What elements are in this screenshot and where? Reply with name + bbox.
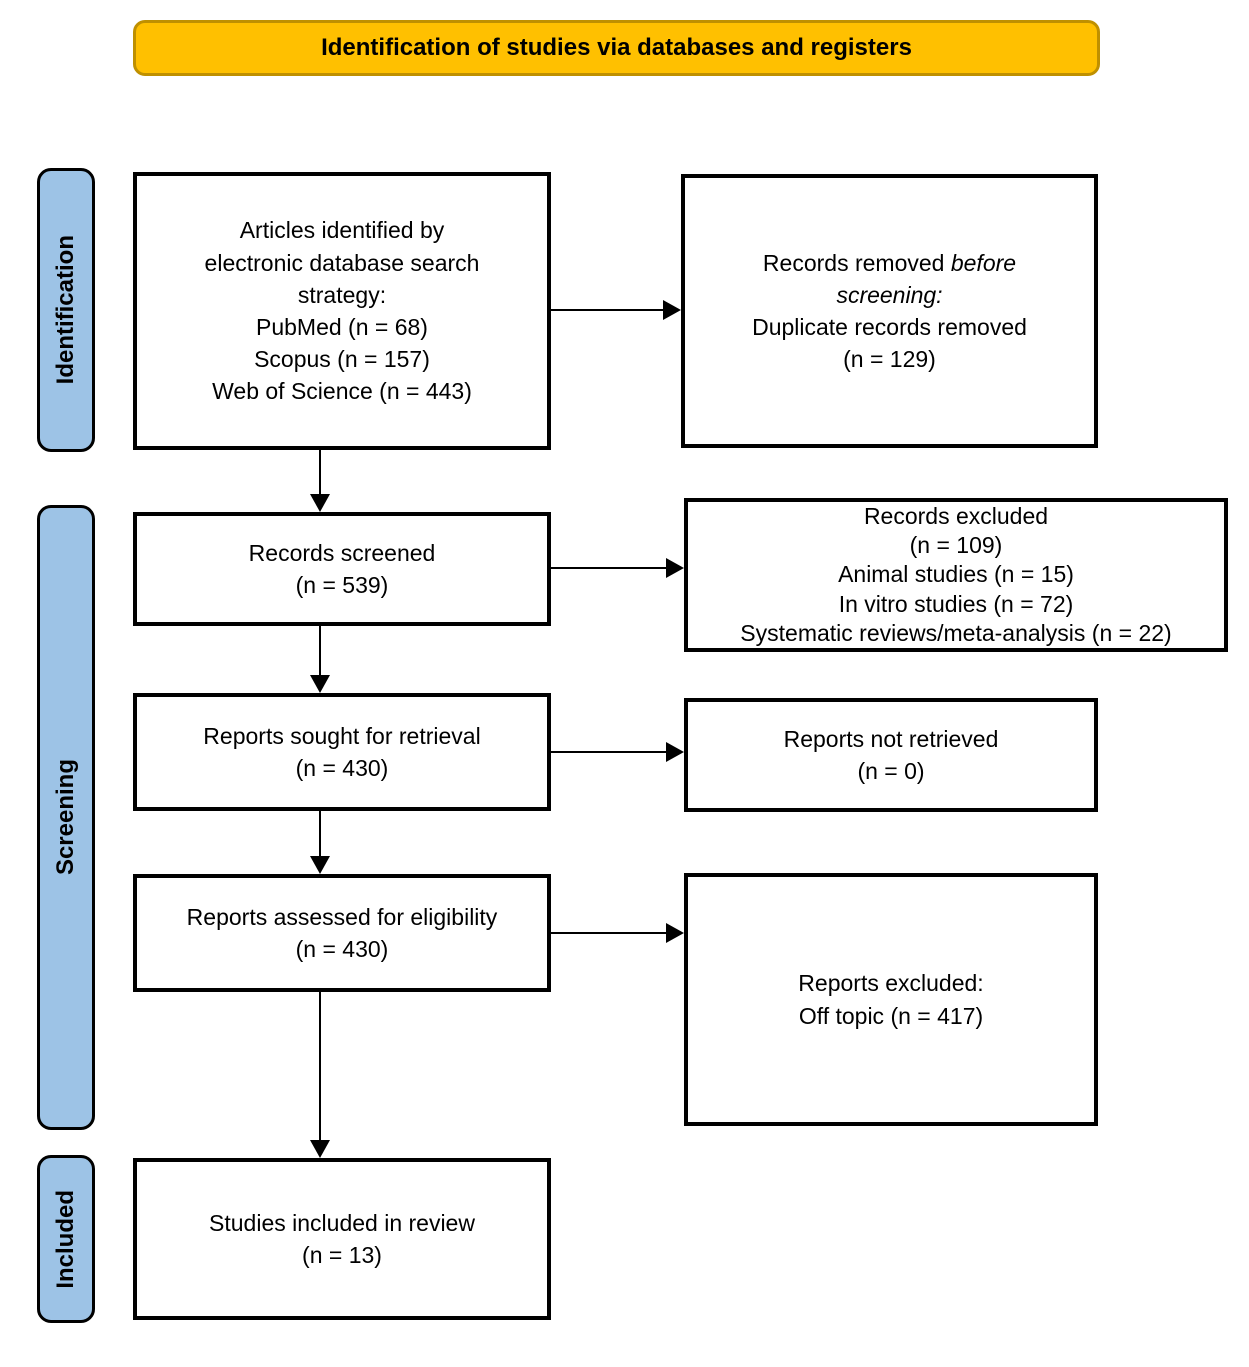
box-reports-sought: Reports sought for retrieval (n = 430) <box>133 693 551 811</box>
stage-bar-identification: Identification <box>37 168 95 452</box>
stage-label-screening: Screening <box>52 759 79 876</box>
box-records-removed-text: Records removed before screening: Duplic… <box>752 249 1027 373</box>
box-studies-included: Studies included in review (n = 13) <box>133 1158 551 1320</box>
arrow-screened-to-sought <box>319 626 321 675</box>
box-records-excluded: Records excluded (n = 109) Animal studie… <box>684 498 1228 652</box>
box-articles-identified: Articles identified by electronic databa… <box>133 172 551 450</box>
banner: Identification of studies via databases … <box>133 20 1100 76</box>
box-reports-sought-text: Reports sought for retrieval (n = 430) <box>203 722 481 781</box>
box-records-removed-before-screening: Records removed before screening: Duplic… <box>681 174 1098 448</box>
box-articles-identified-text: Articles identified by electronic databa… <box>204 217 480 405</box>
stage-label-identification: Identification <box>52 235 79 385</box>
box-reports-not-retrieved: Reports not retrieved (n = 0) <box>684 698 1098 812</box>
stage-bar-screening: Screening <box>37 505 95 1130</box>
box-records-screened: Records screened (n = 539) <box>133 512 551 626</box>
arrow-assessed-to-included <box>319 992 321 1140</box>
stage-label-included: Included <box>52 1189 79 1289</box>
arrow-identified-to-screened <box>319 450 321 494</box>
stage-bar-included: Included <box>37 1155 95 1323</box>
banner-title: Identification of studies via databases … <box>321 34 912 61</box>
box-records-screened-text: Records screened (n = 539) <box>248 539 436 598</box>
box-reports-excluded-text: Reports excluded: Off topic (n = 417) <box>798 970 984 1029</box>
arrow-sought-to-not-retrieved <box>551 751 666 753</box>
box-studies-included-text: Studies included in review (n = 13) <box>209 1209 475 1268</box>
box-reports-not-retrieved-text: Reports not retrieved (n = 0) <box>783 725 999 784</box>
arrow-sought-to-assessed <box>319 811 321 856</box>
arrow-screened-to-excluded <box>551 567 666 569</box>
box-reports-excluded: Reports excluded: Off topic (n = 417) <box>684 873 1098 1126</box>
box-reports-assessed: Reports assessed for eligibility (n = 43… <box>133 874 551 992</box>
arrow-assessed-to-excluded <box>551 932 666 934</box>
box-records-excluded-text: Records excluded (n = 109) Animal studie… <box>740 503 1172 646</box>
arrow-identified-to-removed <box>551 309 663 311</box>
box-reports-assessed-text: Reports assessed for eligibility (n = 43… <box>186 903 498 962</box>
